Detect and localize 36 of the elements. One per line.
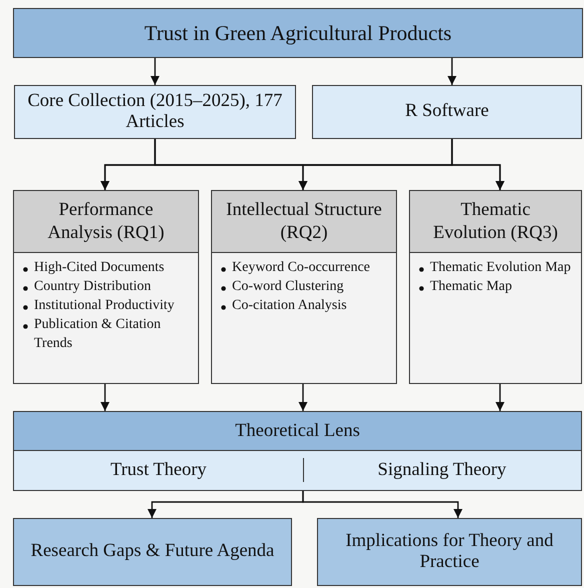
bullet-item: Keyword Co-occurrence <box>232 260 370 275</box>
box-text: Trust in Green Agricultural Products <box>144 20 452 46</box>
source-box <box>312 85 582 139</box>
arrow <box>150 58 160 85</box>
bullet-item: Thematic Evolution Map <box>430 260 571 275</box>
box-text: Implications for Theory and Practice <box>344 530 554 574</box>
bullet-item: Publication & Citation Trends <box>34 316 161 351</box>
analysis-column <box>13 190 199 384</box>
column-header: Performance Analysis (RQ1) <box>14 191 198 253</box>
column-header: Thematic Evolution (RQ3) <box>410 191 581 253</box>
bullet-item: Country Distribution <box>34 278 152 294</box>
theory-panel <box>13 411 582 491</box>
analysis-column <box>409 190 582 384</box>
bullet-item: Co-word Clustering <box>232 278 344 294</box>
box-text: Core Collection (2015–2025), 177 Articles <box>26 90 284 134</box>
source-box <box>14 85 296 139</box>
arrow <box>451 139 504 190</box>
outcome-box <box>317 518 582 586</box>
arrow <box>302 491 462 518</box>
bullet-item: Institutional Productivity <box>34 298 174 313</box>
bullet-item: High-Cited Documents <box>34 260 164 275</box>
arrow <box>100 384 110 411</box>
column-header: Intellectual Structure (RQ2) <box>212 191 396 253</box>
theory-label: Trust Theory <box>14 450 303 491</box>
section-heading: Theoretical Lens <box>14 412 581 451</box>
arrow <box>448 58 456 85</box>
box-text: R Software <box>405 101 489 123</box>
outcome-box <box>13 518 292 586</box>
title-box <box>13 8 583 58</box>
bullet-item: Co-citation Analysis <box>232 298 347 313</box>
theory-label: Signaling Theory <box>303 450 581 491</box>
analysis-column <box>211 190 397 384</box>
box-text: Research Gaps & Future Agenda <box>30 541 274 563</box>
arrow <box>496 384 504 411</box>
arrow <box>298 384 308 411</box>
bullet-item: Thematic Map <box>430 278 512 294</box>
